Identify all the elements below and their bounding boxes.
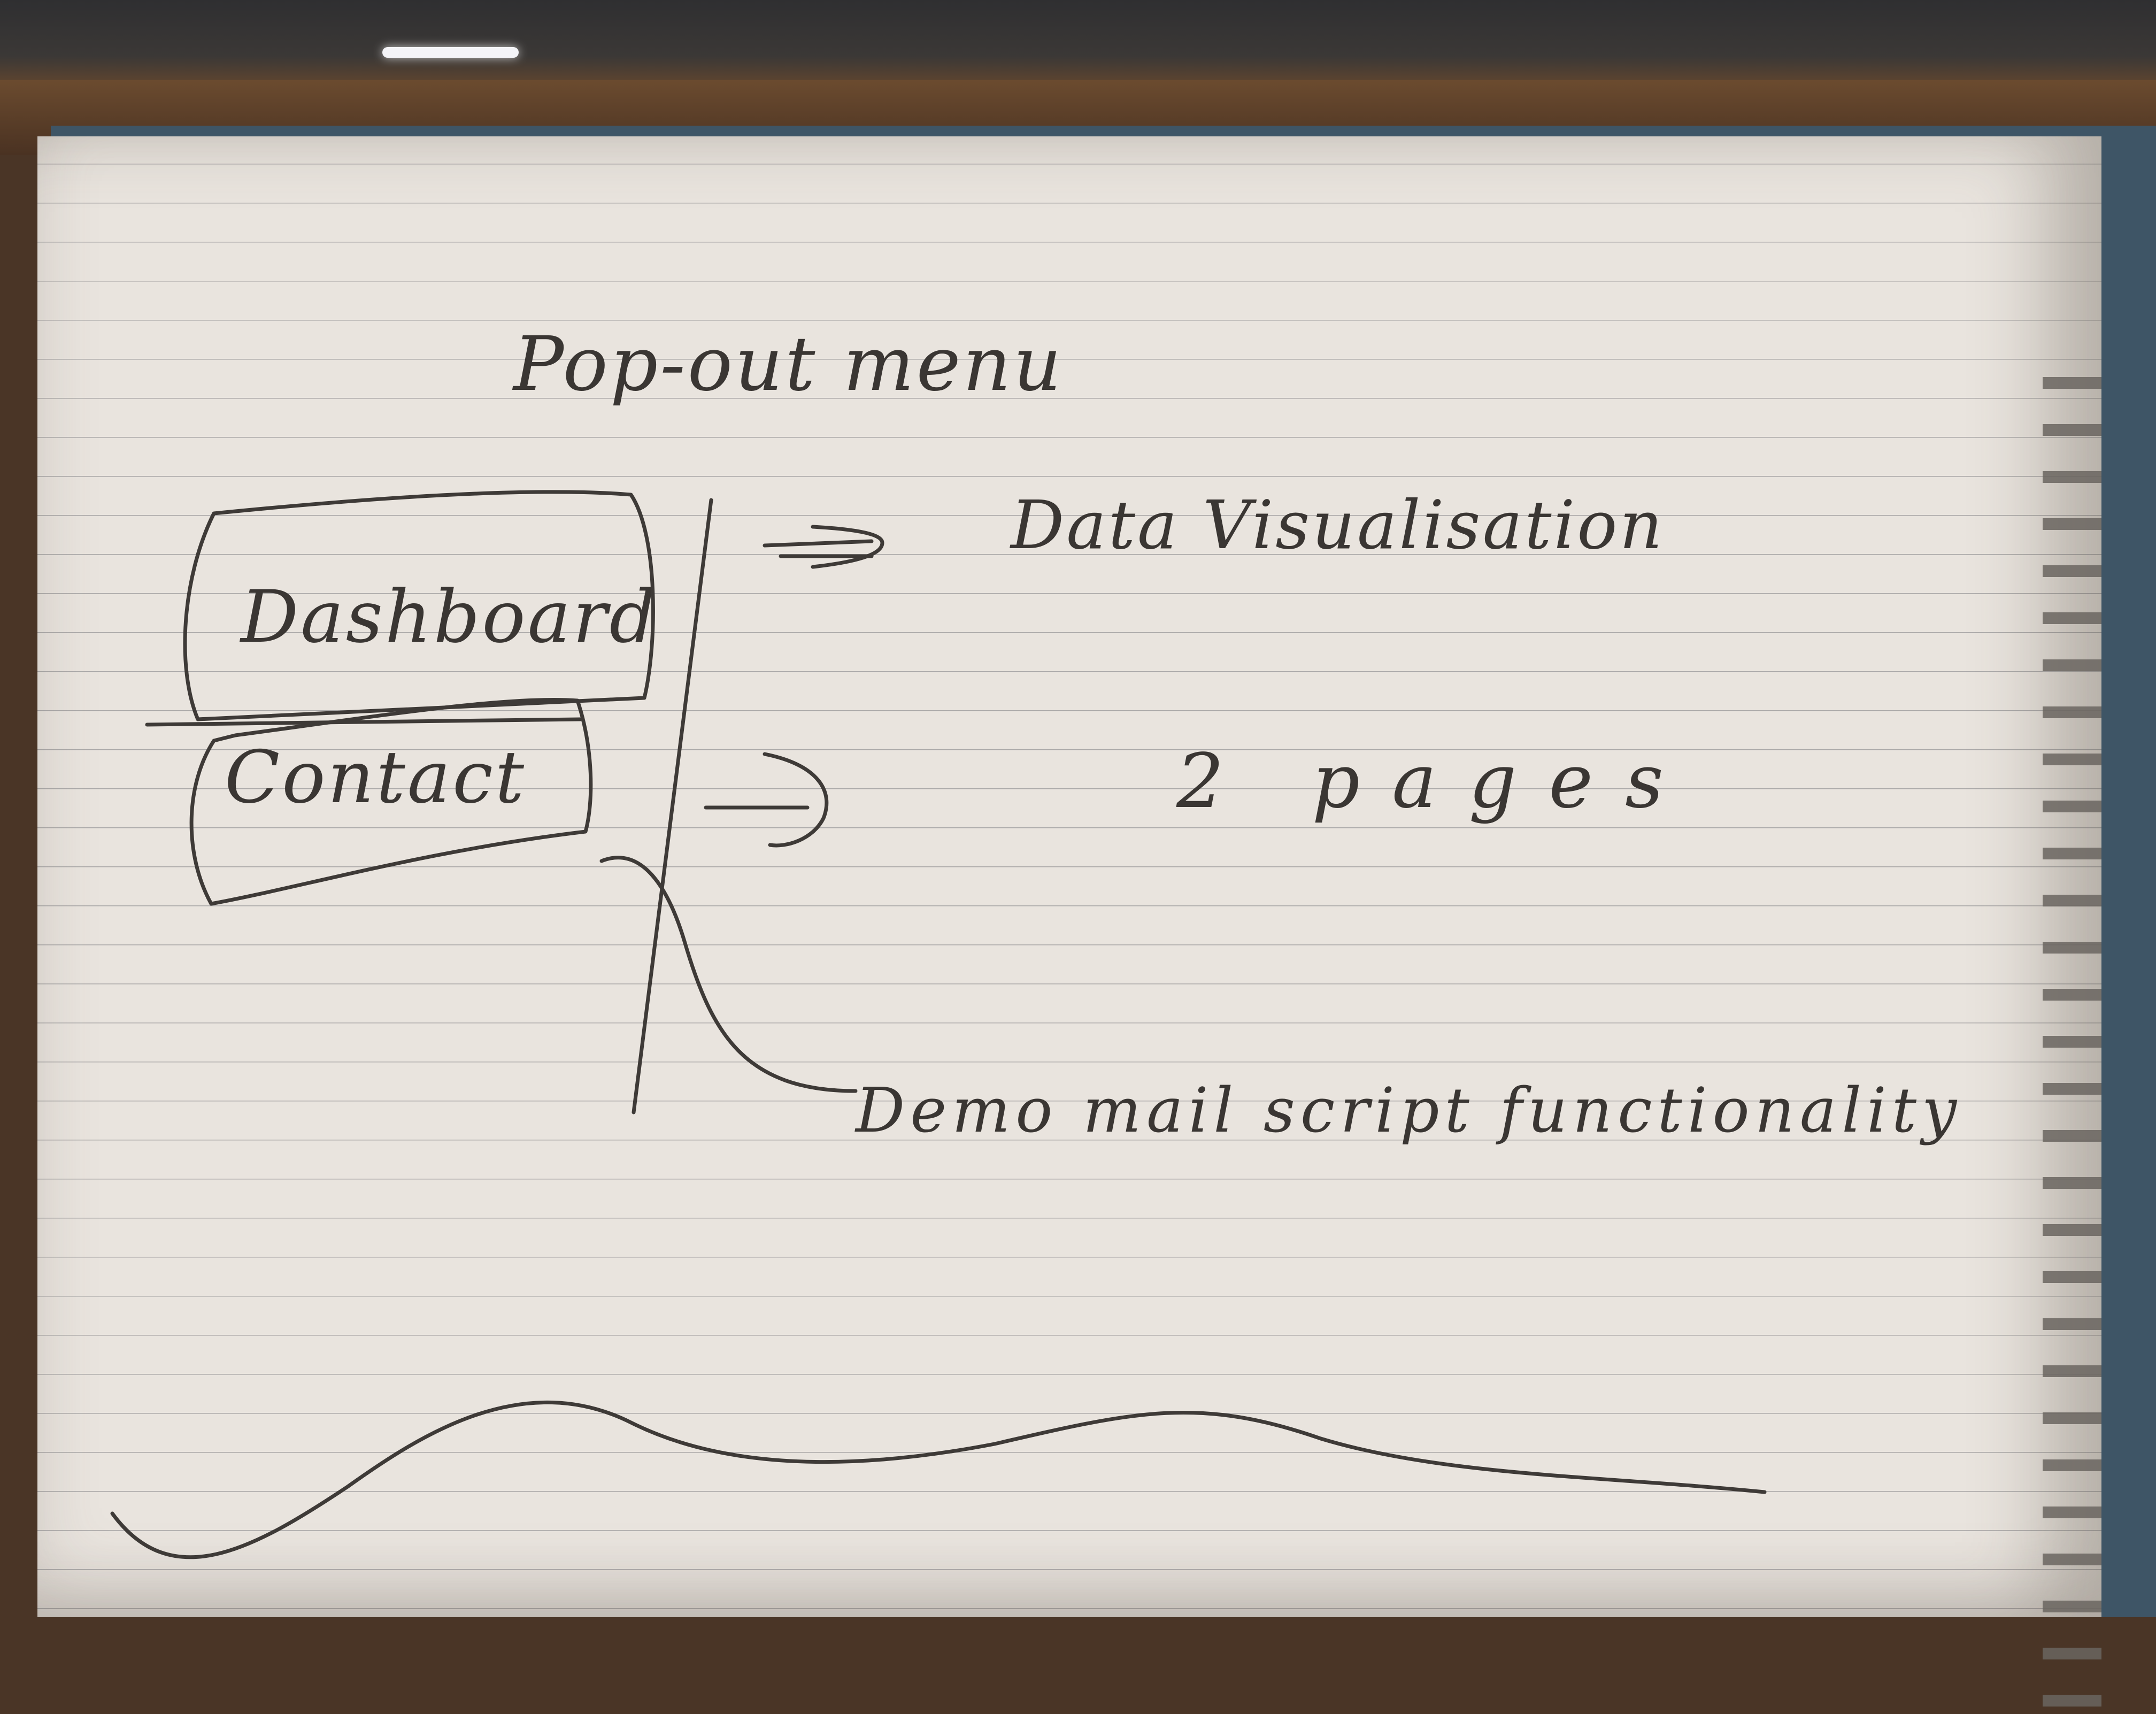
dashboard-box-outline <box>183 490 655 721</box>
note-dashboard: Data Visualisation <box>1011 487 1665 564</box>
contact-box-outline <box>189 697 593 906</box>
menu-divider-line <box>632 498 713 1115</box>
contact-arrow <box>704 752 829 848</box>
sketch-drawing <box>110 490 1767 1559</box>
menu-item-contact: Contact <box>225 735 527 819</box>
note-contact-pages: 2 pages <box>1176 738 1696 825</box>
contact-detail-connector <box>599 856 858 1093</box>
notebook-page <box>37 136 2101 1714</box>
page-scribble <box>110 1400 1767 1559</box>
indicator-light <box>382 47 519 58</box>
menu-separator-line <box>145 717 582 727</box>
menu-item-dashboard: Dashboard <box>241 575 658 659</box>
device-top-bar <box>0 0 2156 80</box>
dashboard-arrow <box>763 525 884 569</box>
note-contact-detail: Demo mail script functionality <box>856 1075 1962 1147</box>
spiral-binding <box>2043 377 2101 1714</box>
sketch-title: Pop-out menu <box>513 321 1064 408</box>
